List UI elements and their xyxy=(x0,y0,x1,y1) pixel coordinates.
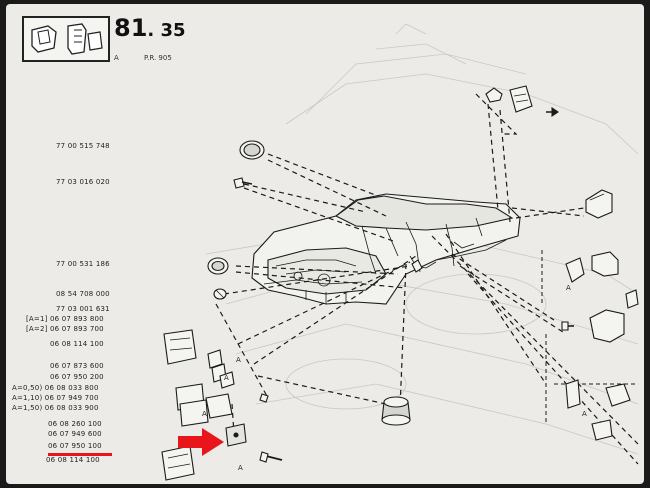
top-clip-part xyxy=(485,85,559,118)
page-variant-label: A xyxy=(114,54,119,62)
screw-small xyxy=(233,177,253,189)
part-number-label: 77 03 016 020 xyxy=(56,178,110,186)
rubber-plug-medium xyxy=(207,257,229,275)
part-number-label: 06 08 114 100 xyxy=(46,456,100,464)
rubber-plug-large xyxy=(239,140,265,160)
car-body-details xyxy=(263,217,507,304)
part-number-label: A=0,50) 06 08 033 800 xyxy=(12,384,99,392)
part-number-label: 06 07 873 600 xyxy=(50,362,104,370)
hinge-upper-right xyxy=(565,251,639,309)
clip-small xyxy=(213,288,227,300)
highlighted-part-number: 06 07 950 100 xyxy=(48,442,102,450)
part-number-label: 06 08 114 100 xyxy=(50,340,104,348)
part-number-label: [A=1] 06 07 893 800 xyxy=(26,315,104,323)
part-number-label: 77 00 515 748 xyxy=(56,142,110,150)
grommet-center xyxy=(381,396,411,426)
part-number-label: A=1,10) 06 07 949 700 xyxy=(12,394,99,402)
catalog-page: 81. 35 A P.R. 905 xyxy=(6,4,644,484)
part-number-label: 77 03 001 631 xyxy=(56,305,110,313)
exploded-view-drawing xyxy=(48,23,639,481)
page-number: 81. 35 xyxy=(114,14,186,42)
dimension-a-label: A xyxy=(566,284,571,292)
part-number-label: 77 00 531 186 xyxy=(56,260,110,268)
dimension-a-label: A xyxy=(238,464,243,472)
dimension-a-label: A xyxy=(236,356,241,364)
hinge-lower-right xyxy=(565,379,631,441)
hinge-plate-middle-left xyxy=(175,383,233,427)
part-number-label: A=1,50) 06 08 033 900 xyxy=(12,404,99,412)
part-number-label: 06 07 949 600 xyxy=(48,430,102,438)
part-number-label: 08 54 708 000 xyxy=(56,290,110,298)
leader-lines xyxy=(215,93,639,465)
body-parts-icon xyxy=(22,16,110,62)
page-reference: P.R. 905 xyxy=(144,54,172,62)
highlight-underline xyxy=(48,453,112,456)
rubber-bumper-right xyxy=(585,189,613,219)
dimension-a-label: A xyxy=(224,374,229,382)
hinge-plate-lower-left xyxy=(161,393,283,481)
part-number-label: [A=2] 06 07 893 700 xyxy=(26,325,104,333)
dimension-a-label: A xyxy=(582,410,587,418)
car-body-shell xyxy=(251,193,521,305)
target-bracket-part xyxy=(225,423,247,447)
internal-bolt xyxy=(411,259,423,273)
highlight-arrow xyxy=(178,428,224,456)
hinge-bracket-left xyxy=(207,349,235,389)
part-number-label: 06 08 260 100 xyxy=(48,420,102,428)
hinge-middle-right xyxy=(561,309,625,343)
part-number-label: 06 07 950 200 xyxy=(50,373,104,381)
parts-drawings xyxy=(161,85,639,481)
dimension-a-label: A xyxy=(202,410,207,418)
hinge-plate-upper-left xyxy=(163,329,197,365)
